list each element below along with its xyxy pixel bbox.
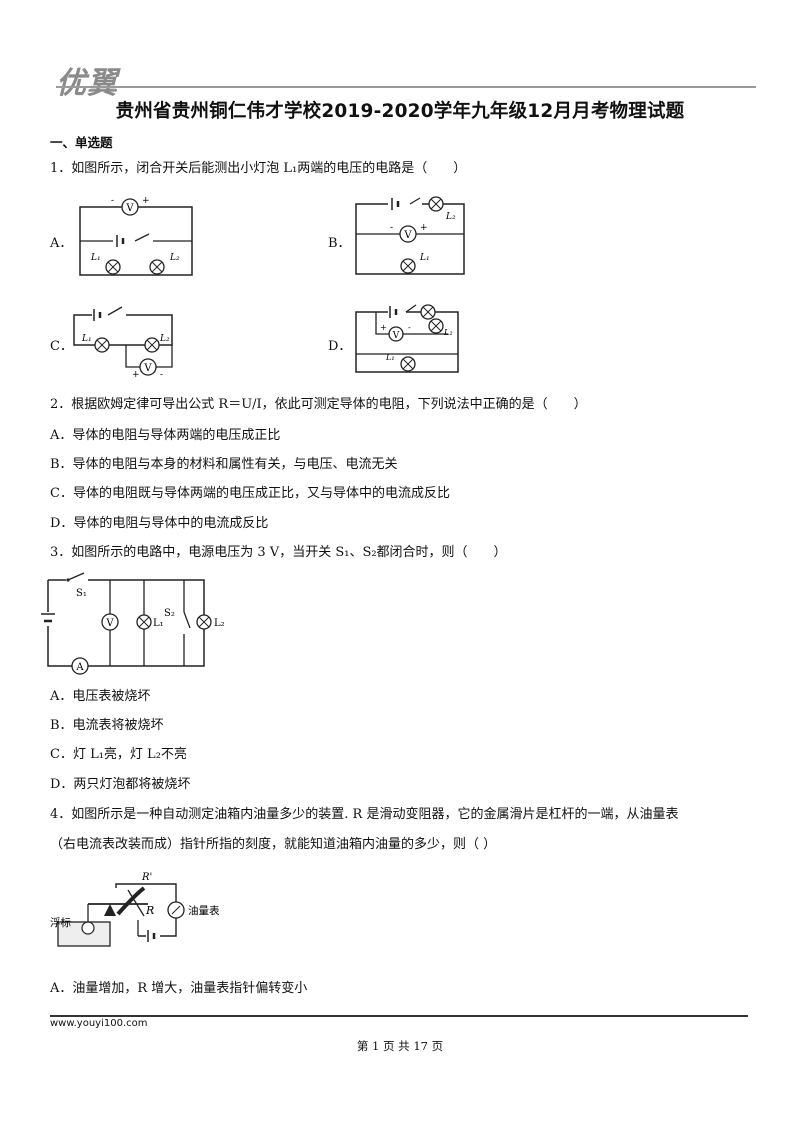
question-1-stem: 1．如图所示，闭合开关后能测出小灯泡 L₁两端的电压的电路是（ ） <box>50 161 467 176</box>
q2-option-c: C．导体的电阻既与导体两端的电压成正比，又与导体中的电流成反比 <box>50 486 450 501</box>
svg-text:-: - <box>408 323 411 332</box>
q3-circuit: S₁ A V L₁ S₂ L₂ <box>40 570 240 676</box>
section-title: 一、单选题 <box>50 135 113 150</box>
q1-option-d-label: D． <box>328 339 352 354</box>
l2-label: L₂ <box>214 618 225 629</box>
svg-text:V: V <box>403 230 412 241</box>
meter-label: 油量表 <box>188 904 220 917</box>
svg-text:-: - <box>160 370 163 380</box>
q1-circuit-a: V - + L₁ L₂ <box>75 193 197 281</box>
l2-label: L₂ <box>169 253 180 263</box>
r-label: R <box>145 904 154 917</box>
page-title: 贵州省贵州铜仁伟才学校2019-2020学年九年级12月月考物理试题 <box>115 101 685 122</box>
question-4-stem-line-2: （右电流表改装而成）指针所指的刻度，就能知道油箱内油量的多少，则（ ） <box>50 837 497 852</box>
q4-option-a: A．油量增加，R 增大，油量表指针偏转变小 <box>50 981 308 996</box>
svg-text:L₁: L₁ <box>81 334 92 344</box>
svg-text:L₂: L₂ <box>159 334 170 344</box>
r-prime-label: R' <box>141 872 152 883</box>
float-label: 浮标 <box>50 917 71 929</box>
ammeter-label: A <box>75 662 84 673</box>
minus-label: - <box>111 196 114 206</box>
footer-divider <box>50 1015 748 1017</box>
svg-text:L₂: L₂ <box>443 328 453 337</box>
q3-option-c: C．灯 L₁亮，灯 L₂不亮 <box>50 747 187 762</box>
voltmeter-label: V <box>125 203 134 214</box>
s1-label: S₁ <box>76 588 87 599</box>
q1-option-c-label: C． <box>50 339 73 354</box>
l1-label: L₁ <box>90 253 101 263</box>
svg-text:-: - <box>390 223 393 233</box>
l1-label: L₁ <box>153 618 164 629</box>
q1-option-a-label: A． <box>50 236 73 251</box>
svg-text:L₁: L₁ <box>385 353 395 362</box>
q3-option-b: B．电流表将被烧坏 <box>50 718 164 733</box>
svg-text:+: + <box>420 223 428 233</box>
svg-text:+: + <box>132 370 140 380</box>
q3-option-a: A．电压表被烧坏 <box>50 689 151 704</box>
plus-label: + <box>142 196 150 206</box>
q3-option-d: D．两只灯泡都将被烧坏 <box>50 777 191 792</box>
question-3-stem: 3．如图所示的电路中，电源电压为 3 V，当开关 S₁、S₂都闭合时，则（ ） <box>50 545 507 560</box>
q1-circuit-d: V + - L₂ L₁ <box>352 300 464 380</box>
q2-option-d: D．导体的电阻与导体中的电流成反比 <box>50 516 269 531</box>
header-divider <box>56 86 756 88</box>
s2-label: S₂ <box>164 608 175 619</box>
q2-option-a: A．导体的电阻与导体两端的电压成正比 <box>50 428 281 443</box>
svg-text:+: + <box>380 323 387 332</box>
q2-option-b: B．导体的电阻与本身的材料和属性有关，与电压、电流无关 <box>50 457 398 472</box>
q1-circuit-c: L₁ L₂ V + - <box>70 303 180 383</box>
q4-oil-gauge-diagram: R' R 油量表 浮标 <box>48 866 248 956</box>
question-4-stem-line-1: 4．如图所示是一种自动测定油箱内油量多少的装置. R 是滑动变阻器，它的金属滑片… <box>50 807 679 822</box>
q1-circuit-b: L₂ V - + L₁ <box>350 190 470 280</box>
question-2-stem: 2．根据欧姆定律可导出公式 R＝U/I，依此可测定导体的电阻，下列说法中正确的是… <box>50 397 587 412</box>
q1-option-b-label: B． <box>328 236 351 251</box>
svg-text:V: V <box>392 331 400 341</box>
page-number: 第 1 页 共 17 页 <box>356 1039 444 1053</box>
voltmeter-label: V <box>105 618 114 629</box>
svg-text:L₁: L₁ <box>419 253 430 263</box>
svg-text:V: V <box>143 363 152 374</box>
brand-logo: 优翼 <box>56 66 118 101</box>
svg-text:L₂: L₂ <box>445 212 456 222</box>
footer-url: www.youyi100.com <box>50 1018 148 1029</box>
